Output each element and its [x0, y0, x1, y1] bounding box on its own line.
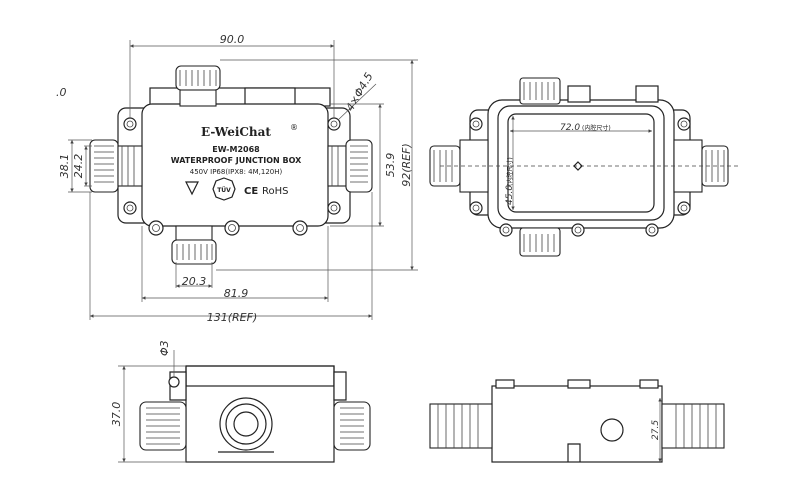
dim-inner-note-top: (内腔尺寸) — [582, 124, 611, 132]
dim-side-hole: Φ3 — [158, 340, 171, 356]
dim-inner-height: 45.0 — [505, 185, 515, 205]
brand-name: E-WeiChat — [201, 125, 271, 139]
dim-inner-width: 72.0 — [560, 123, 580, 133]
dim-overall: 131(REF) — [207, 311, 258, 324]
top-view: 72.0 (内腔尺寸) 45.0 (内腔尺寸) — [429, 77, 740, 257]
front-right-gland — [327, 139, 373, 193]
dim-right-height: 53.9 — [384, 153, 397, 178]
model-number: EW-M2068 — [212, 145, 260, 154]
front-bottom-gland — [171, 225, 217, 265]
front-view: E-WeiChat ® EW-M2068 WATERPROOF JUNCTION… — [58, 33, 418, 324]
product-label: E-WeiChat ® EW-M2068 WATERPROOF JUNCTION… — [171, 123, 302, 201]
dim-side-height: 37.0 — [110, 402, 123, 427]
section-view: 27.5 — [429, 379, 725, 463]
stray-mark: .0 — [56, 86, 67, 99]
dim-bottom-gland: 20.3 — [182, 275, 207, 288]
mounting-holes — [123, 117, 341, 236]
dim-section-depth: 27.5 — [651, 420, 661, 440]
front-left-gland — [89, 139, 143, 193]
tuv-cert-icon — [212, 177, 236, 201]
dim-left-outer: 38.1 — [58, 154, 71, 179]
dim-right-ref: 92(REF) — [400, 143, 413, 187]
dim-mounting-holes: 4×Φ4.5 — [343, 70, 375, 113]
tuv-cert-label: TÜV — [217, 187, 231, 194]
spec-line: 450V IP68(IPX8: 4M,120H) — [190, 168, 283, 176]
dim-inner-note-side: (内腔尺寸) — [506, 157, 514, 186]
side-view: 37.0 Φ3 — [110, 340, 371, 463]
rohs-mark: RoHS — [262, 186, 288, 197]
front-top-gland — [175, 65, 221, 107]
product-name: WATERPROOF JUNCTION BOX — [171, 156, 302, 165]
ce-mark: CE — [244, 186, 258, 197]
dim-top-width: 90.0 — [220, 33, 245, 46]
dim-left-inner: 24.2 — [72, 154, 85, 179]
triangle-cert-icon — [185, 181, 199, 196]
brand-registered-mark: ® — [290, 123, 298, 132]
dim-bottom-body: 81.9 — [224, 287, 249, 300]
front-dimensions: 90.0 4×Φ4.5 38.1 24.2 53.9 92(REF) — [58, 33, 418, 324]
